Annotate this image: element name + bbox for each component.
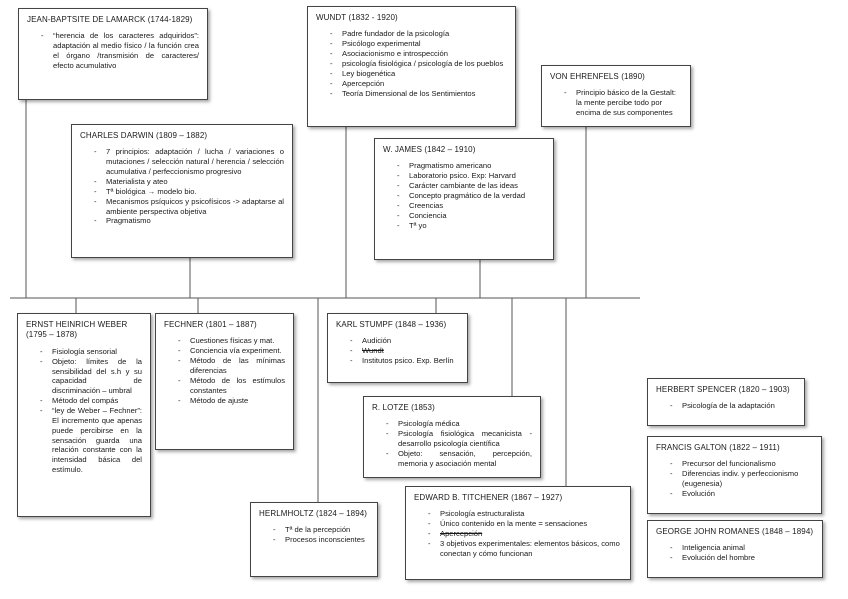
- list-item: Asociacionismo e introspección: [330, 49, 507, 59]
- list-item: Psicología estructuralista: [428, 509, 622, 519]
- list-item: Materialista y ateo: [94, 177, 284, 187]
- list-item: “ley de Weber – Fechner”: El incremento …: [40, 406, 142, 475]
- box-title: HERLMHOLTZ (1824 – 1894): [259, 509, 368, 518]
- list-item: Principio básico de la Gestalt: la mente…: [564, 88, 682, 118]
- list-item: Apercepción: [330, 79, 507, 89]
- box-title: CHARLES DARWIN (1809 – 1882): [80, 131, 208, 140]
- list-item: Fisiología sensorial: [40, 347, 142, 357]
- list-item: Pragmatismo: [94, 216, 284, 226]
- list-item: Padre fundador de la psicología: [330, 29, 507, 39]
- box-title: HERBERT SPENCER (1820 – 1903): [656, 385, 790, 394]
- box-title: ERNST HEINRICH WEBER (1795 – 1878): [26, 320, 128, 340]
- list-item: Mecanismos psíquicos y psicofísicos -> a…: [94, 197, 284, 217]
- box-title: FECHNER (1801 – 1887): [164, 320, 257, 329]
- list-item: Concepto pragmático de la verdad: [397, 191, 545, 201]
- list-item: Diferencias indiv. y perfeccionismo (eug…: [670, 469, 813, 489]
- list-item: Tª de la percepción: [273, 525, 369, 535]
- list-item: 3 objetivos experimentales: elementos bá…: [428, 539, 622, 559]
- box-title: R. LOTZE (1853): [372, 403, 435, 412]
- list-item: Teoría Dimensional de los Sentimientos: [330, 89, 507, 99]
- box-title: KARL STUMPF (1848 – 1936): [336, 320, 447, 329]
- list-item: Método del compás: [40, 396, 142, 406]
- list-item: Tª yo: [397, 221, 545, 231]
- list-item: Ley biogenética: [330, 69, 507, 79]
- list-item: Apercepción: [428, 529, 622, 539]
- box-ehrenfels: VON EHRENFELS (1890) Principio básico de…: [541, 65, 691, 127]
- list-item: Wundt: [350, 346, 459, 356]
- box-title: JEAN-BAPTSITE DE LAMARCK (1744-1829): [27, 15, 193, 24]
- box-helmholtz: HERLMHOLTZ (1824 – 1894) Tª de la percep…: [250, 502, 378, 577]
- list-item: Psicología fisiológica mecanicista - des…: [386, 429, 532, 449]
- list-item: Único contenido en la mente = sensacione…: [428, 519, 622, 529]
- list-item: Carácter cambiante de las ideas: [397, 181, 545, 191]
- box-stumpf: KARL STUMPF (1848 – 1936) Audición Wundt…: [327, 313, 468, 383]
- list-item: Conciencia vía experiment.: [178, 346, 285, 356]
- box-title: GEORGE JOHN ROMANES (1848 – 1894): [656, 527, 814, 536]
- list-item: Psicología de la adaptación: [670, 401, 796, 411]
- list-item: Método de los estímulos constantes: [178, 376, 285, 396]
- box-lamarck: JEAN-BAPTSITE DE LAMARCK (1744-1829) “he…: [18, 8, 208, 100]
- list-item: Objeto: sensación, percepción, memoria y…: [386, 449, 532, 469]
- list-item: Cuestiones físicas y mat.: [178, 336, 285, 346]
- list-item: psicología fisiológica / psicología de l…: [330, 59, 507, 69]
- list-item: Inteligencia animal: [670, 543, 814, 553]
- list-item: Psicología médica: [386, 419, 532, 429]
- list-item: Institutos psico. Exp. Berlín: [350, 356, 459, 366]
- list-item: Tª biológica → modelo bio.: [94, 187, 284, 197]
- box-galton: FRANCIS GALTON (1822 – 1911) Precursor d…: [647, 436, 822, 514]
- box-title: FRANCIS GALTON (1822 – 1911): [656, 443, 780, 452]
- box-darwin: CHARLES DARWIN (1809 – 1882) 7 principio…: [71, 124, 293, 258]
- list-item: Laboratorio psico. Exp: Harvard: [397, 171, 545, 181]
- box-title: EDWARD B. TITCHENER (1867 – 1927): [414, 493, 563, 502]
- list-item: Pragmatismo americano: [397, 161, 545, 171]
- list-item: Método de ajuste: [178, 396, 285, 406]
- list-item: Objeto: límites de la sensibilidad del s…: [40, 357, 142, 396]
- list-item: Método de las mínimas diferencias: [178, 356, 285, 376]
- list-item: Evolución del hombre: [670, 553, 814, 563]
- box-wundt: WUNDT (1832 - 1920) Padre fundador de la…: [307, 6, 516, 127]
- box-lotze: R. LOTZE (1853) Psicología médica Psicol…: [363, 396, 541, 478]
- box-weber: ERNST HEINRICH WEBER (1795 – 1878) Fisio…: [17, 313, 151, 517]
- list-item: Precursor del funcionalismo: [670, 459, 813, 469]
- box-title: WUNDT (1832 - 1920): [316, 13, 398, 22]
- list-item: Procesos inconscientes: [273, 535, 369, 545]
- box-fechner: FECHNER (1801 – 1887) Cuestiones físicas…: [155, 313, 294, 450]
- list-item: “herencia de los caracteres adquiridos”:…: [41, 31, 199, 70]
- list-item: Conciencia: [397, 211, 545, 221]
- list-item: Creencias: [397, 201, 545, 211]
- box-spencer: HERBERT SPENCER (1820 – 1903) Psicología…: [647, 378, 805, 426]
- list-item: Evolución: [670, 489, 813, 499]
- box-romanes: GEORGE JOHN ROMANES (1848 – 1894) Inteli…: [647, 520, 823, 578]
- list-item: 7 principios: adaptación / lucha / varia…: [94, 147, 284, 177]
- box-titchener: EDWARD B. TITCHENER (1867 – 1927) Psicol…: [405, 486, 631, 580]
- list-item: Audición: [350, 336, 459, 346]
- box-title: W. JAMES (1842 – 1910): [383, 145, 476, 154]
- list-item: Psicólogo experimental: [330, 39, 507, 49]
- box-james: W. JAMES (1842 – 1910) Pragmatismo ameri…: [374, 138, 554, 260]
- box-title: VON EHRENFELS (1890): [550, 72, 645, 81]
